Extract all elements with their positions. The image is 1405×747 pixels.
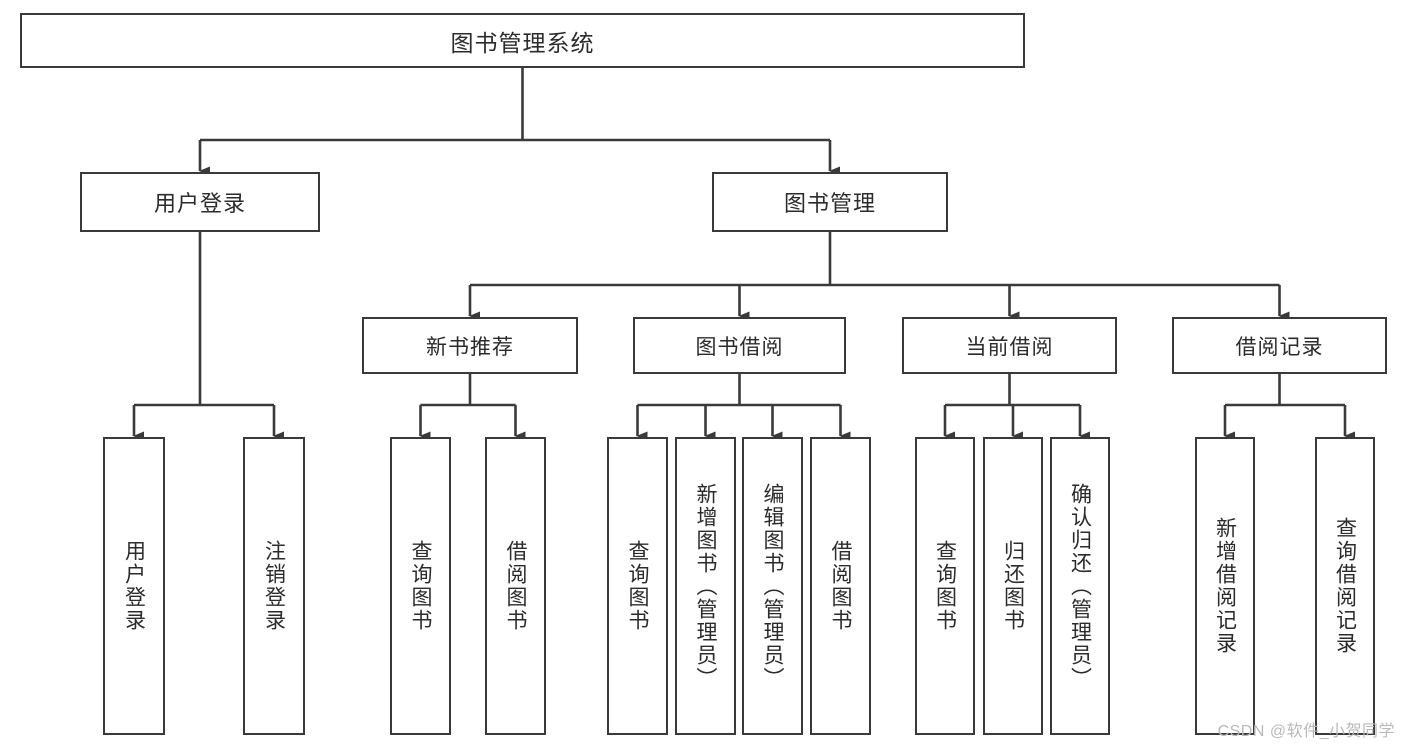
node-n8[interactable]: 借阅图书 — [810, 437, 871, 735]
node-label: 用户登录 — [122, 540, 146, 632]
node-l2a[interactable]: 新书推荐 — [362, 317, 578, 374]
watermark-text: CSDN @软件_小贺同学 — [1217, 723, 1395, 740]
node-label: 编辑图书（管理员） — [761, 482, 784, 690]
node-label: 当前借阅 — [965, 335, 1054, 359]
node-label: 新增借阅记录 — [1213, 517, 1237, 655]
node-n3[interactable]: 查询图书 — [390, 437, 451, 735]
node-label: 注销登录 — [262, 540, 286, 632]
node-n11[interactable]: 确认归还（管理员） — [1050, 437, 1110, 735]
node-label: 图书管理 — [783, 191, 876, 216]
node-l1a[interactable]: 用户登录 — [80, 172, 320, 232]
node-label: 借阅图书 — [829, 540, 852, 632]
node-label: 图书借阅 — [695, 335, 784, 359]
node-label: 新增图书（管理员） — [694, 482, 717, 690]
node-n9[interactable]: 查询图书 — [915, 437, 975, 735]
node-l2b[interactable]: 图书借阅 — [633, 317, 846, 374]
node-n13[interactable]: 查询借阅记录 — [1315, 437, 1375, 735]
node-l1b[interactable]: 图书管理 — [712, 172, 948, 232]
node-n1[interactable]: 用户登录 — [103, 437, 165, 735]
node-n5[interactable]: 查询图书 — [607, 437, 668, 735]
node-label: 归还图书 — [1001, 540, 1025, 632]
node-label: 用户登录 — [153, 191, 246, 216]
node-n7[interactable]: 编辑图书（管理员） — [742, 437, 803, 735]
connector-lines — [132, 68, 1355, 441]
node-label: 查询图书 — [933, 540, 957, 632]
node-label: 图书管理系统 — [450, 29, 595, 56]
node-label: 新书推荐 — [426, 335, 514, 359]
node-n4[interactable]: 借阅图书 — [485, 437, 546, 735]
node-label: 查询图书 — [626, 540, 649, 632]
node-n6[interactable]: 新增图书（管理员） — [675, 437, 736, 735]
node-label: 借阅图书 — [504, 540, 527, 632]
node-n10[interactable]: 归还图书 — [983, 437, 1043, 735]
node-label: 确认归还（管理员） — [1068, 482, 1092, 690]
node-root[interactable]: 图书管理系统 — [20, 13, 1025, 68]
node-l2d[interactable]: 借阅记录 — [1172, 317, 1387, 374]
node-n12[interactable]: 新增借阅记录 — [1195, 437, 1255, 735]
node-n2[interactable]: 注销登录 — [243, 437, 305, 735]
node-label: 借阅记录 — [1235, 335, 1324, 359]
node-label: 查询借阅记录 — [1333, 517, 1357, 655]
node-label: 查询图书 — [409, 540, 432, 632]
node-l2c[interactable]: 当前借阅 — [902, 317, 1117, 374]
